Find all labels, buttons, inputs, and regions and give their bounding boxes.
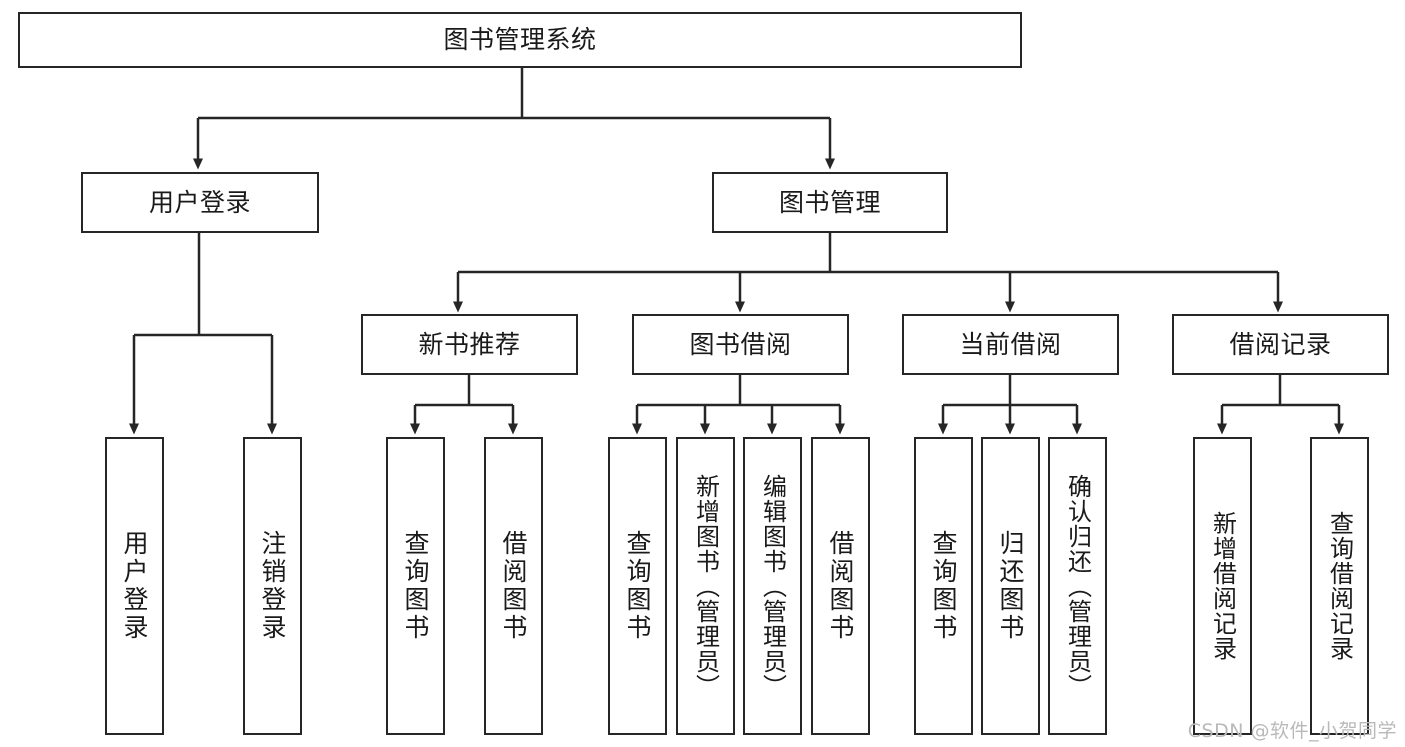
node-book-borrow-label: 图书借阅 [689,329,792,359]
node-leaf-query-book-1[interactable]: 查询图书 [386,437,445,735]
watermark-text: CSDN @软件_小贺同学 [1187,720,1397,742]
node-leaf-add-record-label: 新增借阅记录 [1208,511,1237,661]
node-leaf-query-book-3-label: 查询图书 [929,530,958,642]
node-book-management-label: 图书管理 [778,187,881,217]
node-leaf-logout-login[interactable]: 注销登录 [243,437,302,735]
node-leaf-edit-book-label: 编辑图书（管理员） [758,473,787,699]
node-root-label: 图书管理系统 [443,25,597,54]
node-leaf-borrow-book-1[interactable]: 借阅图书 [484,437,543,735]
node-leaf-confirm-return[interactable]: 确认归还（管理员） [1048,437,1107,735]
node-leaf-user-login-label: 用户登录 [120,530,149,642]
node-leaf-query-book-2-label: 查询图书 [623,530,652,642]
node-leaf-user-login[interactable]: 用户登录 [105,437,164,735]
node-book-borrow[interactable]: 图书借阅 [632,314,849,375]
node-leaf-borrow-book-1-label: 借阅图书 [499,530,528,642]
node-leaf-query-record[interactable]: 查询借阅记录 [1310,437,1369,735]
node-user-login[interactable]: 用户登录 [81,172,319,233]
node-leaf-query-book-3[interactable]: 查询图书 [914,437,973,735]
node-borrow-record-label: 借阅记录 [1229,329,1332,359]
node-leaf-borrow-book-2-label: 借阅图书 [826,530,855,642]
node-current-borrow-label: 当前借阅 [959,329,1062,359]
node-current-borrow[interactable]: 当前借阅 [902,314,1119,375]
node-leaf-add-record[interactable]: 新增借阅记录 [1193,437,1252,735]
node-leaf-return-book-label: 归还图书 [996,530,1025,642]
node-leaf-borrow-book-2[interactable]: 借阅图书 [811,437,870,735]
node-user-login-label: 用户登录 [148,187,251,217]
node-leaf-query-book-1-label: 查询图书 [401,530,430,642]
node-leaf-query-record-label: 查询借阅记录 [1325,511,1354,661]
node-leaf-return-book[interactable]: 归还图书 [981,437,1040,735]
node-leaf-logout-login-label: 注销登录 [258,530,287,642]
node-leaf-add-book[interactable]: 新增图书（管理员） [676,437,735,735]
node-leaf-add-book-label: 新增图书（管理员） [691,473,720,699]
node-root[interactable]: 图书管理系统 [18,12,1022,68]
node-leaf-query-book-2[interactable]: 查询图书 [608,437,667,735]
node-new-book-recommend-label: 新书推荐 [418,329,521,359]
node-new-book-recommend[interactable]: 新书推荐 [361,314,578,375]
node-leaf-confirm-return-label: 确认归还（管理员） [1063,473,1092,699]
node-leaf-edit-book[interactable]: 编辑图书（管理员） [743,437,802,735]
node-borrow-record[interactable]: 借阅记录 [1172,314,1389,375]
node-book-management[interactable]: 图书管理 [712,172,948,233]
